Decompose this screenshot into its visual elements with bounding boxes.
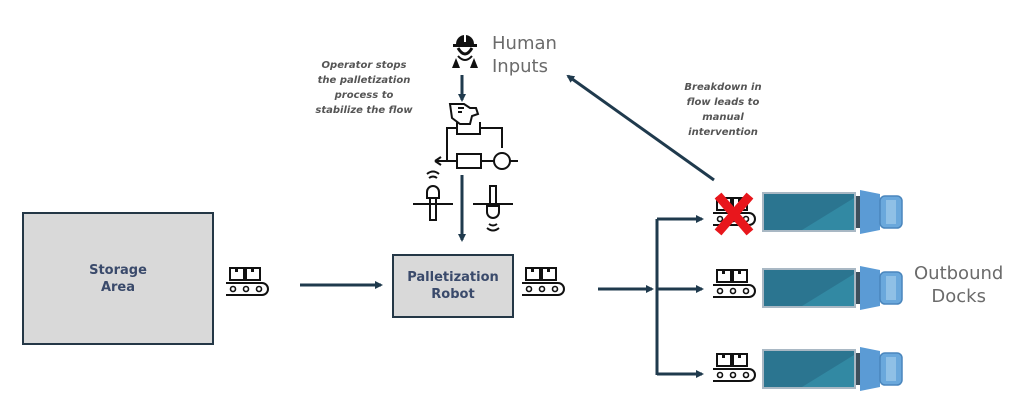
storage-label-1: Storage (89, 262, 147, 278)
docks-label-1: Outbound (914, 263, 1004, 284)
worker-helmet-icon (452, 35, 478, 68)
conveyor-icon-dock-2 (712, 269, 756, 298)
conveyor-icon-storage (225, 267, 269, 296)
arrow-breakdown-to-human (566, 74, 715, 182)
truck-icon-dock-1 (761, 189, 903, 235)
operator-annotation: Operator stops the palletization process… (298, 58, 430, 118)
breakdown-note-line: Breakdown in (684, 82, 762, 93)
breakdown-note-line: manual (702, 112, 744, 123)
truck-icon-dock-2 (761, 265, 903, 311)
truck-icon-dock-3 (761, 346, 903, 392)
sensor-probe-icon (473, 185, 513, 232)
breakdown-note-line: flow leads to (686, 97, 760, 108)
sensor-probe-icon (413, 170, 453, 221)
human-inputs-label: Human Inputs (492, 32, 557, 78)
manual-control-circuit-icon (434, 103, 518, 170)
human-label-1: Human (492, 33, 557, 54)
storage-label-2: Area (100, 279, 136, 295)
operator-note-line: Operator stops (321, 60, 407, 71)
operator-note-line: process to (334, 90, 394, 101)
robot-label-1: Palletization (407, 270, 499, 285)
breakdown-annotation: Breakdown in flow leads to manual interv… (668, 80, 778, 140)
operator-note-line: stabilize the flow (315, 105, 413, 116)
operator-note-line: the palletization (317, 75, 411, 86)
docks-label-2: Docks (931, 286, 986, 307)
conveyor-icon-robot (521, 267, 565, 296)
robot-label-2: Robot (431, 287, 475, 302)
red-x-icon (714, 192, 754, 236)
human-label-2: Inputs (492, 56, 548, 77)
outbound-docks-label: Outbound Docks (914, 262, 1003, 308)
breakdown-note-line: intervention (688, 127, 758, 138)
conveyor-icon-dock-3 (712, 353, 756, 382)
